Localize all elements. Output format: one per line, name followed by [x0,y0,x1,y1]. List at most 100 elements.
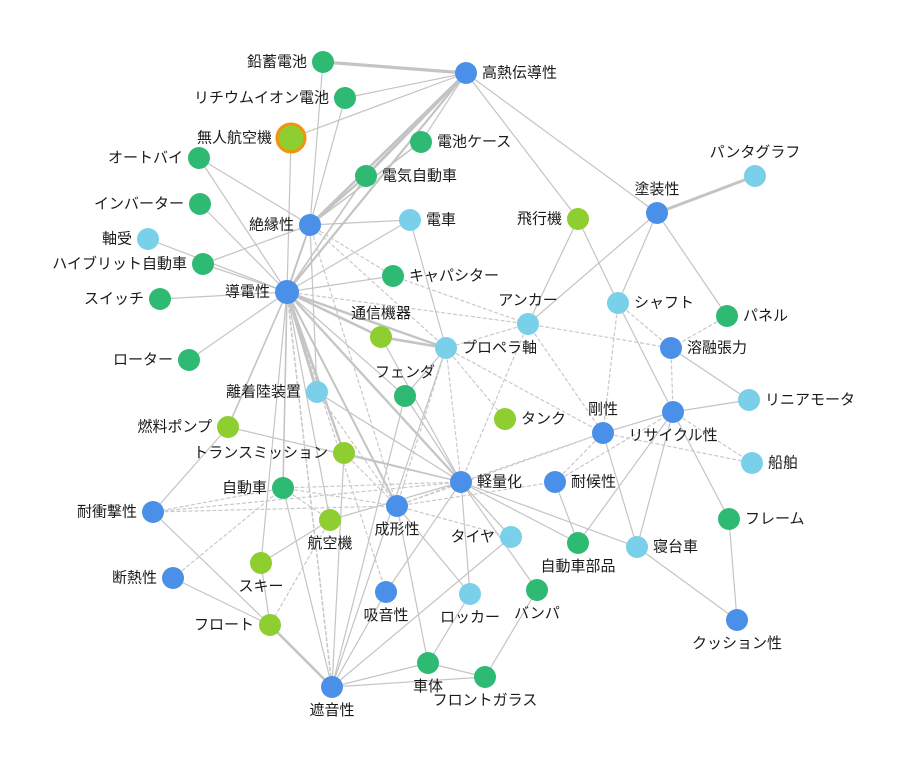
graph-node[interactable] [526,579,548,601]
graph-edge [392,275,529,325]
graph-edge [159,291,288,300]
graph-node[interactable] [275,280,299,304]
graph-node[interactable] [455,62,477,84]
graph-node[interactable] [189,193,211,215]
graph-edge [527,323,672,349]
graph-edge [331,676,486,688]
graph-edge [617,212,658,304]
graph-node[interactable] [386,495,408,517]
graph-node[interactable] [567,532,589,554]
graph-edge [728,518,738,621]
graph-node[interactable] [494,408,516,430]
graph-node[interactable] [394,385,416,407]
graph-node[interactable] [137,228,159,250]
graph-node[interactable] [417,652,439,674]
graph-node[interactable] [474,666,496,688]
graph-edge [152,511,271,626]
graph-edge [465,72,579,220]
graph-node[interactable] [188,147,210,169]
graph-edge [420,72,467,143]
graph-node[interactable] [741,452,763,474]
graph-node[interactable] [250,552,272,574]
graph-edge [152,505,398,513]
graph-edge [286,137,292,293]
graph-edge [331,591,387,688]
graph-node[interactable] [149,288,171,310]
graph-node[interactable] [410,131,432,153]
graph-edge [344,72,467,99]
graph-edge [152,481,462,513]
graph-node[interactable] [299,214,321,236]
graph-edge [285,290,448,350]
graph-edge [282,487,398,507]
graph-edge [202,263,288,293]
graph-edge [260,291,288,564]
graph-node[interactable] [162,567,184,589]
graph-node[interactable] [333,442,355,464]
graph-node[interactable] [370,326,392,348]
graph-node[interactable] [217,416,239,438]
graph-edge [172,487,284,579]
graph-edge [260,519,331,564]
graph-edge [396,481,462,507]
graph-edge [152,487,284,513]
graph-node[interactable] [435,337,457,359]
graph-node[interactable] [660,337,682,359]
graph-node[interactable] [178,349,200,371]
graph-node[interactable] [382,265,404,287]
graph-node[interactable] [646,202,668,224]
graph-node[interactable] [607,292,629,314]
graph-node[interactable] [544,471,566,493]
graph-node[interactable] [744,165,766,187]
graph-node[interactable] [192,253,214,275]
edges-group [147,60,757,689]
graph-node[interactable] [718,508,740,530]
graph-edge [268,623,334,689]
graph-edge [554,411,674,483]
graph-edge [656,212,728,317]
graph-edge [316,391,398,507]
graph-node[interactable] [259,614,281,636]
graph-node[interactable] [459,583,481,605]
graph-node[interactable] [716,305,738,327]
graph-edge [269,519,331,626]
graph-node[interactable] [399,209,421,231]
graph-edge [527,218,579,325]
graph-node[interactable] [272,477,294,499]
graph-edge [331,452,345,688]
graph-node[interactable] [306,381,328,403]
graph-node[interactable] [592,422,614,444]
graph-edge [282,291,288,489]
graph-edge [286,291,398,507]
graph-edge [670,347,674,413]
graph-node[interactable] [450,471,472,493]
graph-edge [147,238,288,293]
graph-node[interactable] [355,165,377,187]
graph-node[interactable] [334,87,356,109]
graph-edge [602,411,674,434]
graph-node[interactable] [626,536,648,558]
graph-edge [331,395,406,688]
graph-node[interactable] [321,676,343,698]
graph-node[interactable] [500,526,522,548]
graph-node[interactable] [567,208,589,230]
graph-node[interactable] [275,122,307,154]
graph-edge [331,662,429,688]
graph-node[interactable] [319,509,341,531]
graph-node[interactable] [662,401,684,423]
graph-edge [460,481,512,538]
graph-edge [309,224,447,349]
graph-node[interactable] [375,581,397,603]
graph-edge [321,60,468,75]
graph-node[interactable] [517,313,539,335]
graph-edge [672,399,750,413]
graph-node[interactable] [726,609,748,631]
graph-edge [460,432,604,483]
graph-node[interactable] [142,501,164,523]
graph-node[interactable] [312,51,334,73]
graph-node[interactable] [738,389,760,411]
graph-edge [396,505,429,664]
graph-edge [460,481,579,544]
